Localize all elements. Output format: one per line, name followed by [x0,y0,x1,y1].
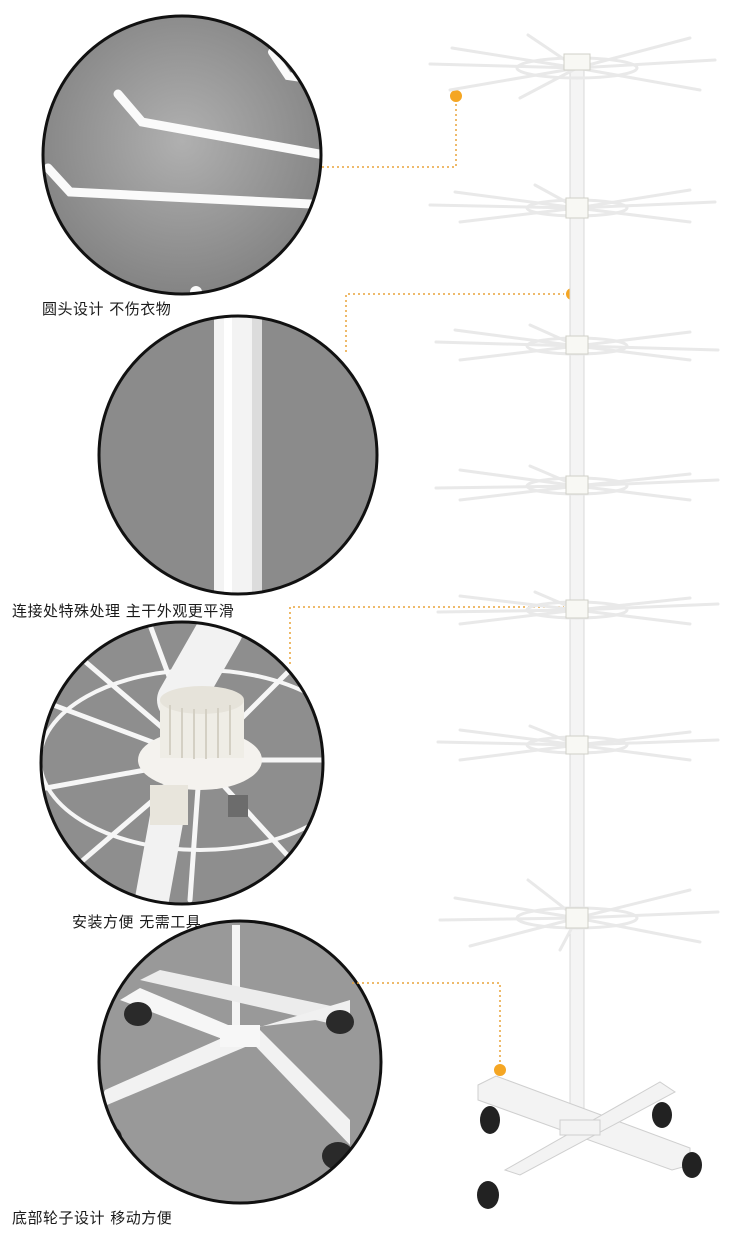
callout-lines [289,96,572,1070]
detail-circle-base [97,919,383,1205]
detail-circle-connector [39,620,325,906]
detail-circle-hooks [41,14,323,296]
detail-circle-joint [97,314,379,596]
caption-joint-treatment: 连接处特殊处理 主干外观更平滑 [12,602,235,620]
caption-easy-install: 安装方便 无需工具 [72,913,202,931]
caption-rounded-hooks: 圆头设计 不伤衣物 [42,300,172,318]
spinner-rack [428,33,720,1209]
caption-wheels: 底部轮子设计 移动方便 [12,1209,173,1227]
